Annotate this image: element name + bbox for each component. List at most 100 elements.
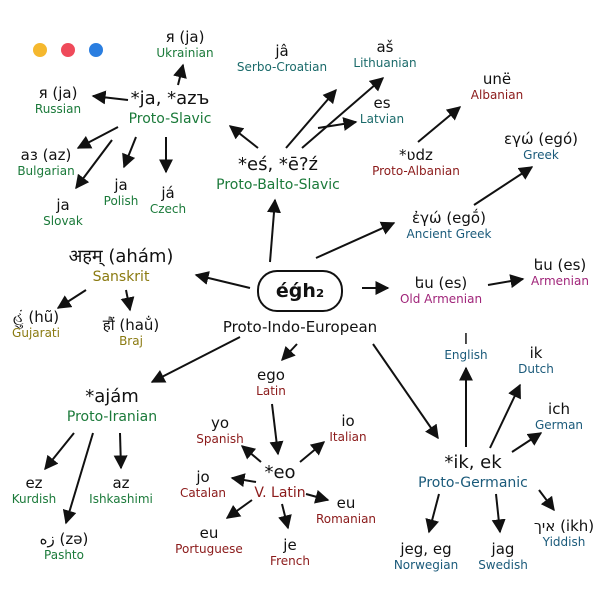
language-latvian: Latvian (359, 112, 405, 126)
node-braj: हौं (hau̐)Braj (103, 316, 160, 349)
language-english: English (444, 348, 488, 362)
language-latin: Latin (256, 384, 286, 398)
language-bulgarian: Bulgarian (17, 164, 75, 178)
language-old-armenian: Old Armenian (399, 292, 483, 306)
word-ancient-greek: ἐγώ (egṓ) (412, 209, 486, 227)
language-proto-balto-slavic: Proto-Balto-Slavic (216, 177, 340, 193)
language-ancient-greek: Ancient Greek (406, 227, 492, 241)
node-pashto: زه (zə)Pashto (40, 530, 89, 563)
language-spanish: Spanish (196, 432, 244, 446)
arrow-old-armenian-armenian (487, 274, 525, 289)
window-minimize-dot[interactable] (33, 43, 47, 57)
language-serbo-croatian: Serbo-Croatian (236, 60, 328, 74)
arrow-v-latin-romanian (305, 489, 330, 504)
word-ukrainian: я (ja) (165, 28, 205, 46)
arrow-balto-slavic-latvian (317, 117, 358, 131)
word-latvian: es (373, 94, 391, 112)
word-english: I (463, 330, 469, 348)
arrow-pie-sanskrit (194, 271, 251, 289)
arrow-v-latin-french (278, 503, 292, 530)
word-polish: ja (114, 176, 128, 194)
word-sanskrit: अहम् (ahám) (68, 246, 174, 267)
arrow-pie-proto-iranian (150, 336, 241, 383)
pie-root-box[interactable]: éǵh₂ (257, 270, 343, 312)
pie-language-label: Proto-Indo-European (222, 318, 378, 336)
arrow-ancient-greek-greek (473, 166, 534, 206)
arrow-pie-ancient-greek (315, 221, 396, 259)
language-proto-albanian: Proto-Albanian (372, 164, 460, 178)
language-romanian: Romanian (315, 512, 377, 526)
language-italian: Italian (329, 430, 367, 444)
arrow-germanic-german (511, 432, 543, 453)
arrow-germanic-yiddish (538, 489, 555, 512)
node-russian: я (ja)Russian (35, 84, 81, 117)
arrow-germanic-swedish (491, 493, 506, 534)
language-czech: Czech (149, 202, 187, 216)
language-slovak: Slovak (43, 214, 83, 228)
word-dutch: ik (529, 344, 543, 362)
word-romanian: eu (336, 494, 356, 512)
arrow-proto-slavic-russian (91, 90, 129, 105)
arrow-proto-albanian-albanian (417, 106, 462, 143)
word-portuguese: eu (199, 524, 219, 542)
node-gujarati: હું (hũ)Gujarati (12, 308, 60, 341)
window-maximize-dot[interactable] (89, 43, 103, 57)
arrow-v-latin-spanish (240, 445, 262, 463)
language-catalan: Catalan (179, 486, 227, 500)
word-proto-slavic: *ja, *azъ (130, 88, 210, 109)
arrow-sanskrit-braj (120, 289, 135, 312)
node-ancient-greek: ἐγώ (egṓ)Ancient Greek (407, 209, 492, 242)
language-norwegian: Norwegian (393, 558, 459, 572)
word-albanian: unë (482, 70, 512, 88)
language-swedish: Swedish (478, 558, 528, 572)
arrow-v-latin-portuguese (225, 499, 253, 519)
arrow-germanic-norwegian (425, 493, 440, 534)
arrow-germanic-dutch (489, 383, 521, 449)
arrow-balto-slavic-proto-slavic (228, 125, 259, 149)
node-bulgarian: аз (az)Bulgarian (17, 146, 74, 179)
word-swedish: jag (491, 540, 515, 558)
language-portuguese: Portuguese (175, 542, 243, 556)
word-kurdish: ez (25, 474, 43, 492)
language-armenian: Armenian (531, 274, 589, 288)
language-proto-germanic: Proto-Germanic (418, 475, 528, 491)
arrow-iranian-kurdish (44, 432, 75, 471)
arrow-v-latin-italian (299, 441, 326, 463)
window-close-dot[interactable] (61, 43, 75, 57)
word-gujarati: હું (hũ) (12, 308, 60, 326)
word-v-latin: *eo (264, 462, 296, 483)
language-german: German (534, 418, 584, 432)
node-sanskrit: अहम् (ahám)Sanskrit (69, 246, 174, 286)
language-v-latin: V. Latin (254, 485, 306, 501)
word-proto-iranian: *ajám (85, 386, 139, 407)
arrow-latin-v-latin (269, 403, 284, 456)
word-slovak: ja (56, 196, 70, 214)
language-lithuanian: Lithuanian (353, 56, 417, 70)
node-yiddish: איך (ikh)Yiddish (534, 517, 594, 550)
word-ishkashimi: az (112, 474, 130, 492)
arrow-iranian-pashto (62, 432, 94, 525)
language-dutch: Dutch (518, 362, 554, 376)
word-german: ich (548, 400, 570, 418)
node-old-armenian: ես (es)Old Armenian (400, 274, 482, 307)
word-spanish: yo (210, 414, 230, 432)
